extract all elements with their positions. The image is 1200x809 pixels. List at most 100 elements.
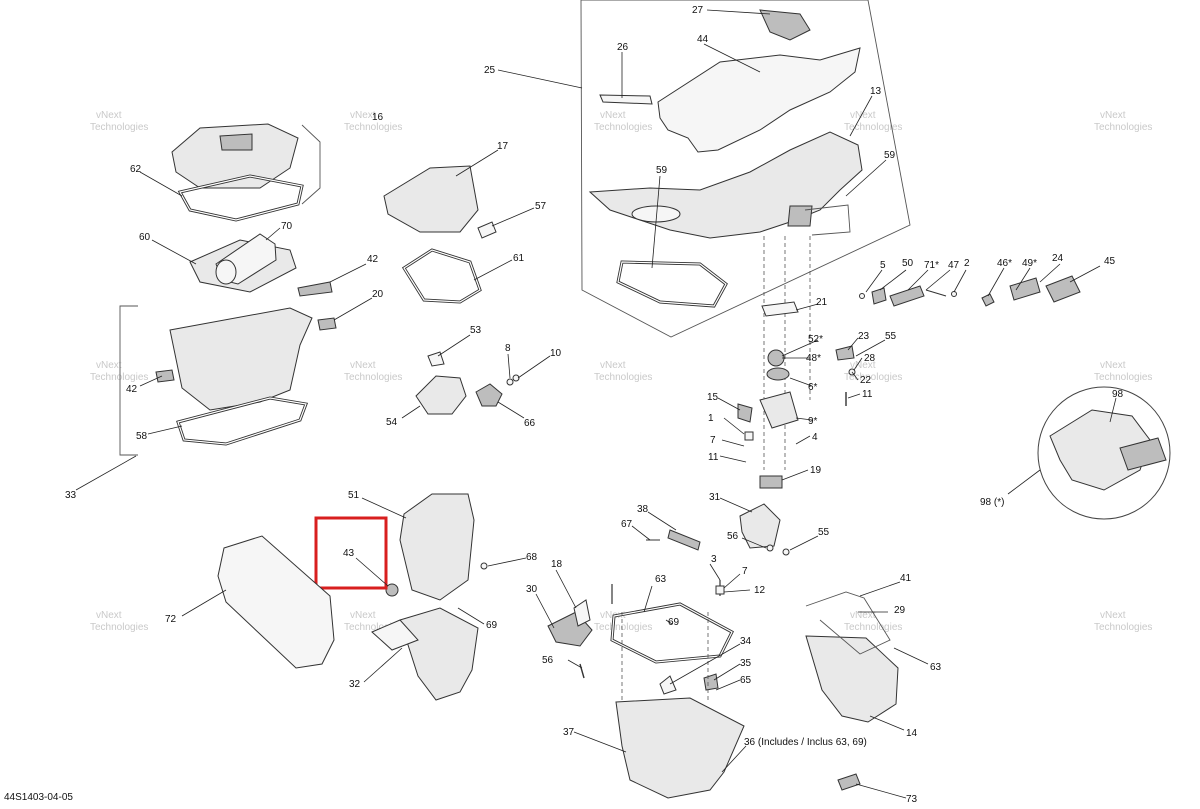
callout-28: 1 [708, 413, 714, 424]
handle-13 [804, 204, 851, 236]
watermark-line2: Technologies [1094, 122, 1152, 133]
callout-42b: 42 [126, 384, 138, 395]
latch-18 [573, 599, 591, 627]
watermark-line2: Technologies [90, 622, 148, 633]
plate-21 [761, 301, 799, 317]
callout-56b: 56 [542, 655, 554, 666]
latch-plate [787, 205, 813, 227]
assembly-frame-25 [580, 0, 911, 338]
callout-5: 5 [880, 260, 886, 271]
callout-37: 37 [563, 727, 575, 738]
callout-54: 54 [386, 417, 398, 428]
screw-56b [579, 663, 585, 679]
reference-code: 44S1403-04-05 [4, 792, 73, 803]
callout-7b: 7 [742, 566, 748, 577]
callout-33: 33 [65, 490, 77, 501]
callout-38: 38 [637, 504, 649, 515]
callout-69b: 69 [486, 620, 498, 631]
callout-68: 68 [526, 552, 538, 563]
watermark-line2: Technologies [1094, 372, 1152, 383]
key-49 [1009, 277, 1041, 301]
watermark-line1: vNext [96, 360, 122, 371]
callout-59b: 59 [884, 150, 896, 161]
watermark-line1: vNext [1100, 110, 1126, 121]
bin-32-lip [371, 619, 419, 651]
handle-29 [805, 591, 891, 655]
part-43 [385, 583, 399, 597]
watermark-line2: Technologies [344, 622, 402, 633]
callout-43: 43 [343, 548, 355, 559]
callout-56a: 56 [727, 531, 739, 542]
cover-31 [739, 503, 781, 549]
callout-11a: 11 [862, 389, 873, 400]
callout-57: 57 [535, 201, 547, 212]
watermark-line1: vNext [350, 110, 376, 121]
spring-38 [667, 529, 701, 551]
storage-bin-33 [169, 307, 313, 411]
watermark-line2: Technologies [844, 372, 902, 383]
top-cover-44 [657, 47, 861, 153]
watermark-line1: vNext [96, 110, 122, 121]
callout-70: 70 [281, 221, 293, 232]
frame-61-inner [403, 249, 481, 303]
clip-34 [659, 675, 677, 695]
callout-13: 13 [870, 86, 882, 97]
callout-69a: 69 [668, 617, 680, 628]
spring-22 [766, 367, 790, 381]
callout-53: 53 [470, 325, 482, 336]
callout-12: 12 [754, 585, 766, 596]
callout-7a: 7 [710, 435, 716, 446]
frame-61 [401, 248, 482, 304]
screw-2 [951, 291, 957, 297]
storage-tub-37 [615, 697, 745, 799]
clip-42a [297, 281, 333, 297]
filter-housing-16 [171, 123, 299, 189]
watermark-line1: vNext [600, 110, 626, 121]
watermark-line1: vNext [350, 610, 376, 621]
cushion-72 [217, 535, 335, 669]
callout-30: 30 [526, 584, 538, 595]
callout-50: 50 [902, 258, 914, 269]
part-23 [835, 345, 855, 361]
callout-46: 46* [997, 258, 1012, 269]
callout-62: 62 [130, 164, 142, 175]
callout-19: 19 [810, 465, 822, 476]
callout-29: 29 [894, 605, 906, 616]
lock-1 [759, 391, 799, 429]
cap-53 [427, 351, 445, 367]
bin-14 [805, 635, 899, 723]
callout-66: 66 [524, 418, 536, 429]
callout-55b: 55 [818, 527, 830, 538]
callout-28a: 28 [864, 353, 876, 364]
callout-47: 47 [948, 260, 960, 271]
callout-60: 60 [139, 232, 151, 243]
watermark-line2: Technologies [844, 622, 902, 633]
lever-15 [737, 403, 753, 423]
bracket-33 [119, 305, 138, 456]
callout-3: 3 [711, 554, 717, 565]
clip-42b [155, 369, 175, 383]
key-45 [1045, 275, 1081, 303]
callout-55a: 55 [885, 331, 897, 342]
callout-labels: 27 26 44 25 13 59 59 16 62 17 57 70 60 4… [65, 5, 1124, 805]
leader-lines [75, 9, 1117, 799]
seal-58-inner [177, 397, 307, 445]
callout-26: 26 [617, 42, 629, 53]
clip-35 [703, 673, 719, 691]
callout-21: 21 [816, 297, 828, 308]
callout-63a: 63 [655, 574, 667, 585]
watermark-line2: Technologies [844, 122, 902, 133]
callout-11b: 11 [708, 452, 719, 463]
callout-4: 4 [812, 432, 818, 443]
callout-63b: 63 [930, 662, 942, 673]
callout-8: 8 [505, 343, 511, 354]
watermark-line1: vNext [96, 610, 122, 621]
callout-34: 34 [740, 636, 752, 647]
funnel-opening [215, 259, 237, 285]
storage-tray-body [588, 131, 863, 239]
highlight-box-43 [314, 516, 388, 590]
pad-27 [759, 9, 811, 41]
watermark-layer: vNext Technologies vNext Technologies vN… [90, 110, 1152, 633]
watermark-line2: Technologies [90, 122, 148, 133]
